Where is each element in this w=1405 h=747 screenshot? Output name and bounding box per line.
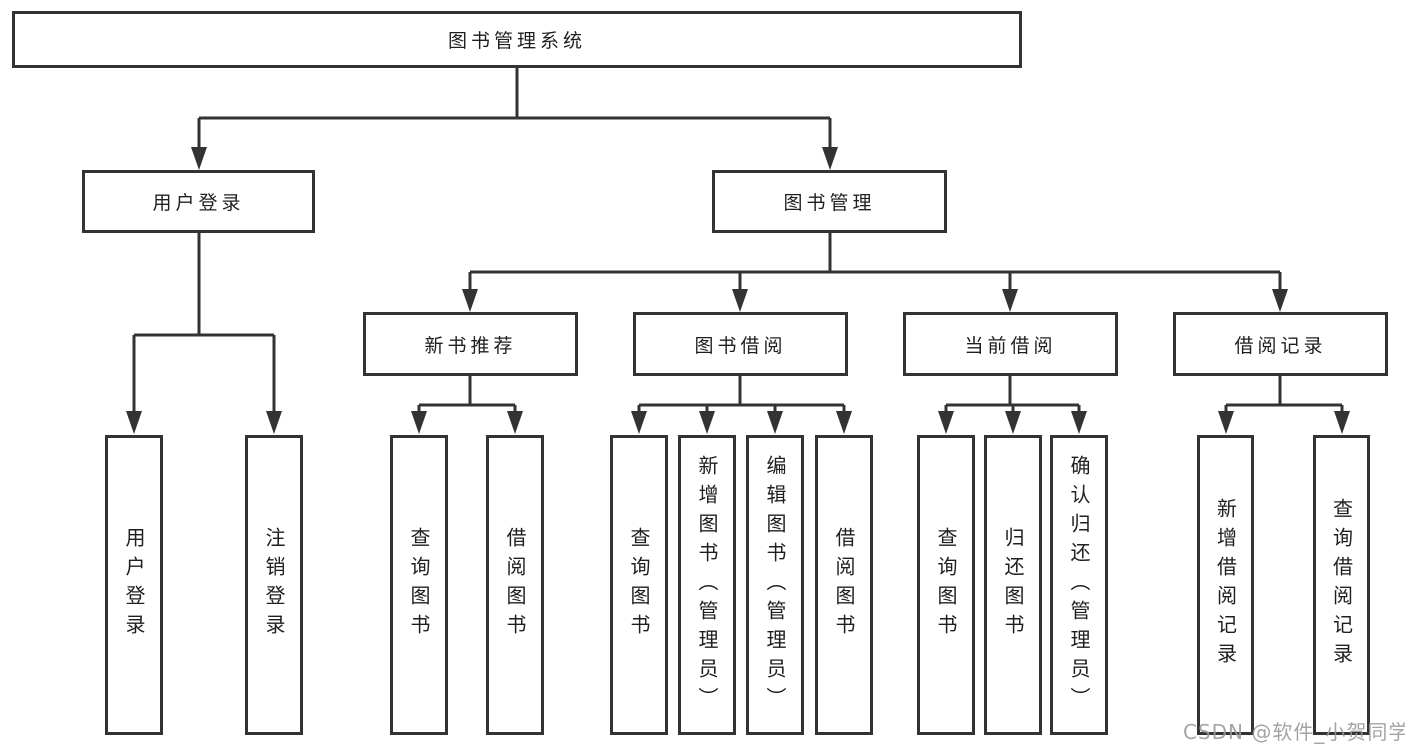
leaf-add-borrow-record: 新增借阅记录 [1197, 435, 1254, 735]
leaf-query-books-borrowing: 查询图书 [610, 435, 668, 735]
leaf-query-books-recommend: 查询图书 [390, 435, 448, 735]
leaf-user-login: 用户登录 [105, 435, 163, 735]
leaf-query-borrow-record: 查询借阅记录 [1313, 435, 1370, 735]
node-root-label: 图书管理系统 [447, 30, 586, 52]
leaf-user-login-label: 用户登录 [122, 527, 146, 643]
leaf-confirm-return-admin-label: 确认归还（管理员） [1067, 454, 1091, 716]
leaf-logout-label: 注销登录 [262, 527, 286, 643]
leaf-query-books-current-label: 查询图书 [934, 527, 958, 643]
leaf-query-books-current: 查询图书 [917, 435, 975, 735]
node-book-borrowing: 图书借阅 [633, 312, 848, 376]
leaf-borrow-books-borrowing-label: 借阅图书 [832, 527, 856, 643]
leaf-add-book-admin-label: 新增图书（管理员） [695, 454, 719, 716]
leaf-borrow-books-recommend: 借阅图书 [486, 435, 544, 735]
node-root-system: 图书管理系统 [12, 11, 1022, 68]
leaf-edit-book-admin: 编辑图书（管理员） [746, 435, 804, 735]
leaf-return-book: 归还图书 [984, 435, 1042, 735]
node-borrowing-records-label: 借阅记录 [1234, 334, 1327, 357]
leaf-logout: 注销登录 [245, 435, 303, 735]
arrowheads [126, 147, 1350, 434]
leaf-borrow-books-borrowing: 借阅图书 [815, 435, 873, 735]
csdn-watermark: CSDN @软件_小贺同学 [1183, 720, 1405, 744]
node-new-book-recommend: 新书推荐 [363, 312, 578, 376]
leaf-query-books-recommend-label: 查询图书 [407, 527, 431, 643]
node-new-book-recommend-label: 新书推荐 [424, 334, 517, 357]
leaf-add-borrow-record-label: 新增借阅记录 [1213, 498, 1238, 672]
leaf-query-borrow-record-label: 查询借阅记录 [1329, 498, 1354, 672]
leaf-query-books-borrowing-label: 查询图书 [627, 527, 651, 643]
node-current-borrowing-label: 当前借阅 [964, 334, 1057, 357]
node-user-login: 用户登录 [82, 170, 315, 233]
node-current-borrowing: 当前借阅 [903, 312, 1118, 376]
leaf-add-book-admin: 新增图书（管理员） [678, 435, 736, 735]
leaf-confirm-return-admin: 确认归还（管理员） [1050, 435, 1108, 735]
node-user-login-label: 用户登录 [152, 192, 245, 214]
node-book-management-label: 图书管理 [783, 192, 876, 214]
node-book-management: 图书管理 [712, 170, 947, 233]
leaf-borrow-books-recommend-label: 借阅图书 [503, 527, 527, 643]
node-borrowing-records: 借阅记录 [1173, 312, 1388, 376]
node-book-borrowing-label: 图书借阅 [694, 334, 787, 357]
leaf-return-book-label: 归还图书 [1001, 527, 1025, 643]
leaf-edit-book-admin-label: 编辑图书（管理员） [763, 454, 787, 716]
